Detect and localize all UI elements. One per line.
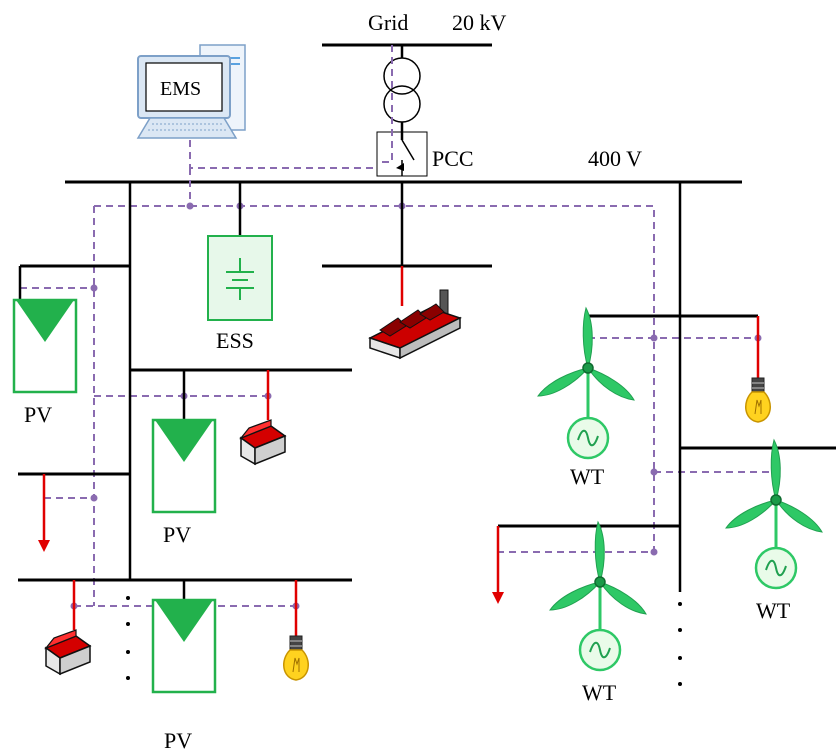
wt-label-3: WT xyxy=(582,680,617,705)
battery-icon xyxy=(207,235,273,321)
wind-turbine-icon xyxy=(549,521,647,630)
generator-icon xyxy=(566,416,610,460)
pv-label-2: PV xyxy=(163,522,191,547)
wt-label-1: WT xyxy=(570,464,605,489)
solar-panel-icon xyxy=(12,298,78,394)
generator-icon xyxy=(578,628,622,672)
wt-label-2: WT xyxy=(756,598,791,623)
ems-label: EMS xyxy=(160,78,201,100)
switch-icon xyxy=(376,131,428,177)
grid-voltage-label: 20 kV xyxy=(452,10,507,35)
house-icon xyxy=(45,629,91,675)
house-icon xyxy=(240,419,286,465)
left-feeder xyxy=(18,182,352,636)
light-bulb-icon xyxy=(283,635,309,681)
pcc-label: PCC xyxy=(432,146,474,171)
light-bulb-icon xyxy=(745,377,771,423)
generator-icon xyxy=(754,546,798,590)
factory-icon xyxy=(368,289,462,360)
wind-turbine-icon xyxy=(725,439,823,548)
grid-label: Grid xyxy=(368,10,408,35)
bus-voltage-label: 400 V xyxy=(588,146,642,171)
solar-panel-icon xyxy=(151,418,217,514)
pv-label-3: PV xyxy=(164,728,192,753)
communication-network xyxy=(20,45,780,610)
solar-panel-icon xyxy=(151,598,217,694)
computer-icon xyxy=(136,44,246,139)
pv-label-1: PV xyxy=(24,402,52,427)
continuation-dots-left xyxy=(126,596,130,680)
transformer-icon xyxy=(383,57,421,123)
continuation-dots-right xyxy=(678,602,682,686)
ess-label: ESS xyxy=(216,328,254,353)
wind-turbine-icon xyxy=(537,307,635,418)
